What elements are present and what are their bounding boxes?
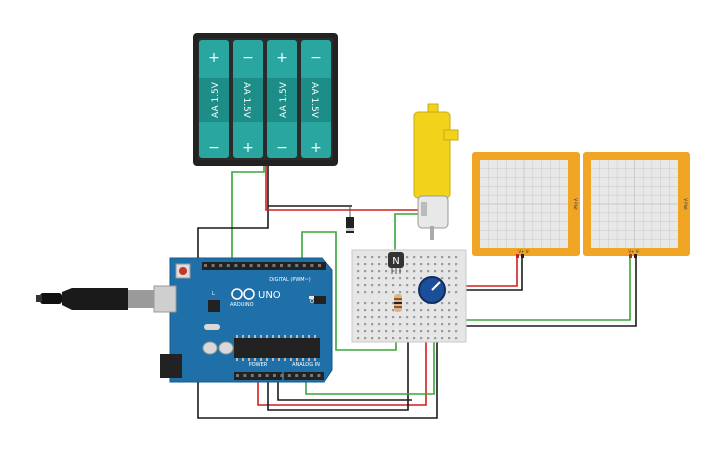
cell-3-top-terminal: + — [276, 50, 288, 66]
wire-gnd-black[interactable] — [267, 330, 409, 411]
plotter-1-side-label: V Plot — [573, 198, 578, 210]
usb-cable[interactable] — [36, 288, 154, 310]
resistor[interactable] — [394, 294, 402, 312]
digital-header-label: DIGITAL (PWM~) — [269, 277, 311, 283]
cell-1-bottom-terminal: − — [208, 140, 220, 156]
diode[interactable] — [346, 206, 354, 233]
wire-5v-red[interactable] — [257, 330, 427, 406]
l-label: L — [212, 291, 215, 297]
battery-cell-2: − + AA 1.5V — [233, 40, 263, 158]
wire-battery-red[interactable] — [265, 166, 418, 211]
battery-cell-4: − + AA 1.5V — [301, 40, 331, 158]
transistor-label: N — [392, 256, 399, 267]
cell-1-label: AA 1.5V — [211, 81, 221, 118]
voltage-plotter-2[interactable]: V Plot V+ V- — [583, 152, 690, 258]
arduino-uno[interactable]: DIGITAL (PWM~) L TX RX ON UNO ARDUINO PO… — [153, 257, 333, 383]
wire-pin-green[interactable] — [301, 231, 397, 351]
cell-2-label: AA 1.5V — [241, 82, 251, 119]
logo-text: UNO — [258, 290, 281, 301]
cell-2-bottom-terminal: + — [242, 140, 254, 156]
dc-motor[interactable] — [413, 103, 459, 240]
battery-pack[interactable]: + − AA 1.5V − + AA 1.5V + − AA 1.5V − + … — [193, 33, 338, 166]
on-label: ON — [310, 299, 318, 305]
battery-cell-3: + − AA 1.5V — [267, 40, 297, 158]
plotter-2-side-label: V Plot — [683, 198, 688, 210]
power-header-label: POWER — [249, 362, 268, 368]
cell-2-top-terminal: − — [242, 50, 254, 66]
transistor[interactable]: N — [388, 252, 404, 274]
plotter-1-bottom-label: V+ V- — [518, 249, 530, 254]
usb-port — [153, 285, 177, 313]
wire-pot-red[interactable] — [448, 258, 518, 287]
power-jack — [160, 354, 182, 378]
plotter-2-bottom-label: V+ V- — [628, 249, 640, 254]
digital-header — [202, 262, 326, 270]
wire-battery-green[interactable] — [231, 166, 265, 268]
breadboard[interactable] — [351, 249, 467, 343]
cell-4-label: AA 1.5V — [309, 82, 319, 119]
cell-3-label: AA 1.5V — [279, 81, 289, 118]
wire-motor-green[interactable] — [394, 213, 418, 258]
wire-analog-green[interactable] — [305, 330, 435, 395]
battery-cell-1: + − AA 1.5V — [199, 40, 229, 158]
brand-text: ARDUINO — [230, 302, 254, 308]
arduino-logo: UNO ARDUINO — [230, 288, 281, 308]
cell-1-top-terminal: + — [208, 50, 220, 66]
cell-4-bottom-terminal: + — [310, 140, 322, 156]
analog-header-label: ANALOG IN — [292, 362, 320, 368]
power-header — [234, 372, 282, 380]
wire-plotter2-green[interactable] — [430, 258, 631, 321]
cell-3-bottom-terminal: − — [276, 140, 288, 156]
cell-4-top-terminal: − — [310, 50, 322, 66]
atmega-chip — [234, 338, 320, 358]
voltage-plotter-1[interactable]: V Plot V+ V- — [472, 152, 580, 258]
potentiometer[interactable] — [418, 276, 446, 304]
usb-chip — [208, 300, 220, 312]
